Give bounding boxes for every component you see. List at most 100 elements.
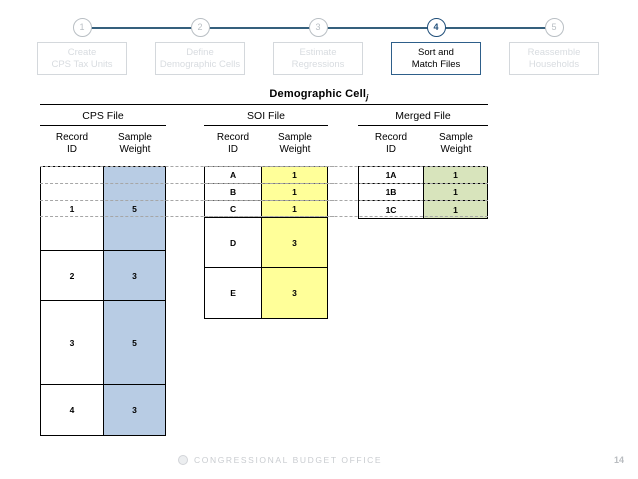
step-label-3-line1: Estimate — [299, 46, 337, 58]
match-connector-line — [204, 200, 488, 201]
step-box-5[interactable]: Reassemble Households — [509, 42, 599, 75]
page-title-subscript: j — [366, 93, 369, 103]
cell-record-id: E — [205, 268, 263, 318]
file-header-label-merged: Merged File — [395, 110, 451, 122]
step-label-2-line2: Demographic Cells — [159, 58, 241, 70]
step-item-5[interactable]: 5 Reassemble Households — [503, 18, 605, 75]
step-number-3: 3 — [308, 18, 328, 37]
match-connector-line — [204, 216, 488, 217]
page-number: 14 — [613, 455, 624, 465]
cbo-organization-label: CONGRESSIONAL BUDGET OFFICE — [194, 455, 383, 465]
step-number-1: 1 — [72, 18, 92, 37]
cell-sample-weight: 3 — [262, 218, 327, 267]
step-number-2: 2 — [190, 18, 210, 37]
file-header-label-cps: CPS File — [82, 110, 124, 122]
match-connector-line — [204, 166, 488, 167]
cell-record-id: A — [205, 167, 263, 183]
cell-sample-weight: 5 — [103, 301, 165, 384]
cell-record-id: 3 — [41, 301, 104, 384]
title-divider — [40, 104, 488, 105]
step-label-1-line1: Create — [67, 46, 97, 58]
file-header-soi: SOI File — [204, 110, 328, 126]
step-item-4[interactable]: 4 Sort and Match Files — [385, 18, 487, 75]
cell-sample-weight: 1 — [262, 201, 327, 217]
cell-record-id: 1B — [359, 184, 424, 200]
step-number-5: 5 — [544, 18, 564, 37]
cell-sample-weight: 3 — [103, 251, 165, 300]
cell-record-id: B — [205, 184, 263, 200]
match-connector-line — [40, 200, 334, 201]
cbo-seal-icon — [178, 455, 188, 465]
cell-record-id: 1A — [359, 167, 424, 183]
match-connector-line — [40, 166, 334, 167]
step-number-4: 4 — [426, 18, 446, 37]
file-header-merged: Merged File — [358, 110, 488, 126]
step-label-4-line2: Match Files — [411, 58, 461, 70]
step-item-3[interactable]: 3 Estimate Regressions — [267, 18, 369, 75]
cell-sample-weight: 1 — [424, 201, 487, 218]
file-header-rule-merged — [358, 125, 488, 126]
match-connector-line — [40, 183, 334, 184]
step-label-4-line1: Sort and — [418, 46, 454, 58]
cell-sample-weight: 3 — [262, 268, 327, 318]
file-header-rule-cps — [40, 125, 166, 126]
page-title-text: Demographic Cell — [269, 88, 367, 100]
match-connector-line — [40, 216, 334, 217]
cell-record-id: D — [205, 218, 263, 267]
file-header-label-soi: SOI File — [247, 110, 285, 122]
cell-record-id: 1C — [359, 201, 424, 218]
file-header-cps: CPS File — [40, 110, 166, 126]
page-title: Demographic Cellj — [0, 88, 638, 102]
cell-record-id: 1 — [41, 167, 104, 250]
cell-sample-weight: 1 — [424, 184, 487, 200]
step-item-1[interactable]: 1 Create CPS Tax Units — [31, 18, 133, 75]
step-label-1-line2: CPS Tax Units — [51, 58, 113, 70]
cell-record-id: C — [205, 201, 263, 217]
step-box-1[interactable]: Create CPS Tax Units — [37, 42, 127, 75]
cell-sample-weight: 5 — [103, 167, 165, 250]
step-label-3-line2: Regressions — [291, 58, 345, 70]
step-label-5-line2: Households — [528, 58, 580, 70]
step-item-2[interactable]: 2 Define Demographic Cells — [149, 18, 251, 75]
file-header-rule-soi — [204, 125, 328, 126]
step-label-2-line1: Define — [186, 46, 214, 58]
cell-record-id: 2 — [41, 251, 104, 300]
cell-sample-weight: 1 — [424, 167, 487, 183]
cell-sample-weight: 1 — [262, 184, 327, 200]
step-label-5-line1: Reassemble — [527, 46, 581, 58]
step-box-4[interactable]: Sort and Match Files — [391, 42, 481, 75]
footer: CONGRESSIONAL BUDGET OFFICE 14 — [0, 455, 638, 479]
cell-sample-weight: 1 — [262, 167, 327, 183]
step-tracker: 1 Create CPS Tax Units 2 Define Demograp… — [0, 0, 638, 80]
match-connector-line — [204, 183, 488, 184]
cell-record-id: 4 — [41, 385, 104, 435]
step-box-3[interactable]: Estimate Regressions — [273, 42, 363, 75]
step-box-2[interactable]: Define Demographic Cells — [155, 42, 245, 75]
cbo-brand: CONGRESSIONAL BUDGET OFFICE — [178, 455, 382, 465]
cell-sample-weight: 3 — [103, 385, 165, 435]
